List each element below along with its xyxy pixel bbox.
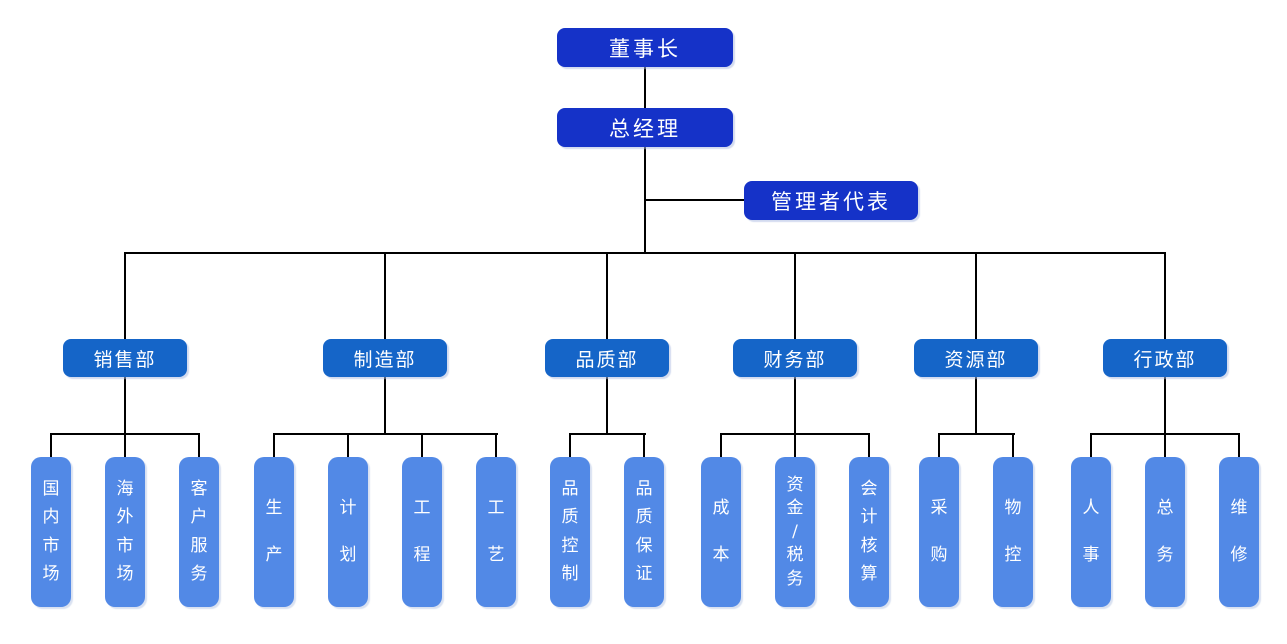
groupbar-quality <box>569 433 646 435</box>
connector-sales-groupbar <box>124 377 126 435</box>
connector-drop-admin <box>1164 252 1166 339</box>
dept-node-sales: 销售部 <box>63 339 187 377</box>
node-label: 管理者代表 <box>771 189 891 214</box>
connector-drop-finance <box>794 252 796 339</box>
leaf-node-overseas-market: 海外市场 <box>105 457 145 607</box>
groupbar-manufacturing <box>273 433 498 435</box>
leaf-node-planning: 计划 <box>328 457 368 607</box>
stub-procurement <box>938 433 940 457</box>
connector-mgmt-rep-branch <box>644 199 744 201</box>
leaf-node-cost: 成本 <box>701 457 741 607</box>
node-label: 资源部 <box>944 348 1008 371</box>
dept-node-admin: 行政部 <box>1103 339 1227 377</box>
leaf-node-process: 工艺 <box>476 457 516 607</box>
stub-overseas-market <box>124 433 126 457</box>
connector-drop-sales <box>124 252 126 339</box>
stub-maintenance <box>1238 433 1240 457</box>
node-label: 品质部 <box>575 348 639 371</box>
connector-resources-groupbar <box>975 377 977 435</box>
leaf-node-quality-control: 品质控制 <box>550 457 590 607</box>
leaf-node-funds-tax: 资金/税务 <box>775 457 815 607</box>
dept-node-finance: 财务部 <box>733 339 857 377</box>
stub-planning <box>347 433 349 457</box>
leaf-node-accounting: 会计核算 <box>849 457 889 607</box>
leaf-node-engineering: 工程 <box>402 457 442 607</box>
leaf-node-general-affairs: 总务 <box>1145 457 1185 607</box>
stub-quality-control <box>569 433 571 457</box>
node-label: 制造部 <box>353 348 417 371</box>
stub-accounting <box>868 433 870 457</box>
connector-drop-quality <box>606 252 608 339</box>
dept-node-manufacturing: 制造部 <box>323 339 447 377</box>
stub-material-control <box>1012 433 1014 457</box>
node-label: 董事长 <box>609 36 681 61</box>
org-node-general-manager: 总经理 <box>557 108 733 147</box>
leaf-node-production: 生产 <box>254 457 294 607</box>
org-node-chairman: 董事长 <box>557 28 733 67</box>
leaf-node-quality-assurance: 品质保证 <box>624 457 664 607</box>
dept-node-resources: 资源部 <box>914 339 1038 377</box>
stub-engineering <box>421 433 423 457</box>
connector-drop-manufacturing <box>384 252 386 339</box>
connector-admin-groupbar <box>1164 377 1166 435</box>
stub-general-affairs <box>1164 433 1166 457</box>
leaf-node-material-control: 物控 <box>993 457 1033 607</box>
leaf-node-maintenance: 维修 <box>1219 457 1259 607</box>
connector-finance-groupbar <box>794 377 796 435</box>
leaf-node-customer-service: 客户服务 <box>179 457 219 607</box>
connector-drop-resources <box>975 252 977 339</box>
connector-quality-groupbar <box>606 377 608 435</box>
stub-funds-tax <box>794 433 796 457</box>
node-label: 行政部 <box>1133 348 1197 371</box>
stub-domestic-market <box>50 433 52 457</box>
stub-production <box>273 433 275 457</box>
node-label: 财务部 <box>763 348 827 371</box>
connector-manufacturing-groupbar <box>384 377 386 435</box>
leaf-node-hr: 人事 <box>1071 457 1111 607</box>
leaf-node-domestic-market: 国内市场 <box>31 457 71 607</box>
connector-main-bus <box>124 252 1166 254</box>
stub-hr <box>1090 433 1092 457</box>
leaf-node-procurement: 采购 <box>919 457 959 607</box>
stub-customer-service <box>198 433 200 457</box>
node-label: 销售部 <box>93 348 157 371</box>
dept-node-quality: 品质部 <box>545 339 669 377</box>
stub-cost <box>720 433 722 457</box>
stub-process <box>495 433 497 457</box>
org-node-management-representative: 管理者代表 <box>744 181 918 220</box>
stub-quality-assurance <box>643 433 645 457</box>
groupbar-resources <box>938 433 1015 435</box>
node-label: 总经理 <box>609 116 681 141</box>
connector-chairman-gm <box>644 67 646 108</box>
